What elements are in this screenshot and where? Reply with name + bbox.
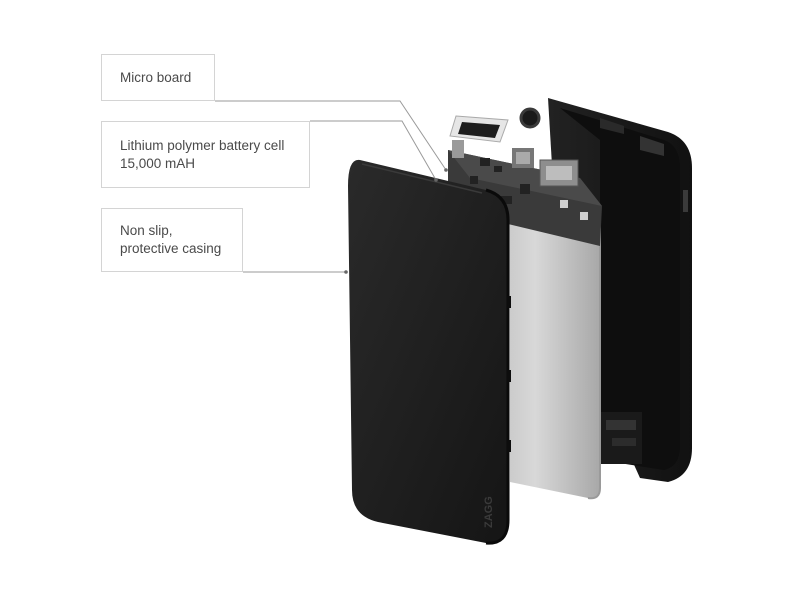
callout-battery-cell-capacity: 15,000 mAH	[120, 155, 196, 171]
front-casing-panel	[348, 159, 511, 545]
callout-battery-cell: Lithium polymer battery cell 15,000 mAH	[101, 121, 310, 188]
callout-casing-line1: Non slip,	[120, 223, 173, 238]
leader-line-battery-cell	[310, 120, 437, 181]
micro-board	[448, 115, 602, 246]
callout-battery-cell-label: Lithium polymer battery cell	[120, 137, 285, 153]
callout-micro-board: Micro board	[101, 54, 215, 101]
callout-micro-board-label: Micro board	[120, 69, 192, 85]
callout-casing-line2: protective casing	[120, 241, 222, 256]
leader-lines	[215, 100, 447, 273]
leader-dot-battery-cell	[434, 178, 438, 182]
leader-dot-casing	[344, 270, 348, 274]
leader-line-micro-board	[215, 100, 447, 171]
leader-dot-micro-board	[444, 168, 448, 172]
callout-casing: Non slip, protective casing	[101, 208, 243, 272]
